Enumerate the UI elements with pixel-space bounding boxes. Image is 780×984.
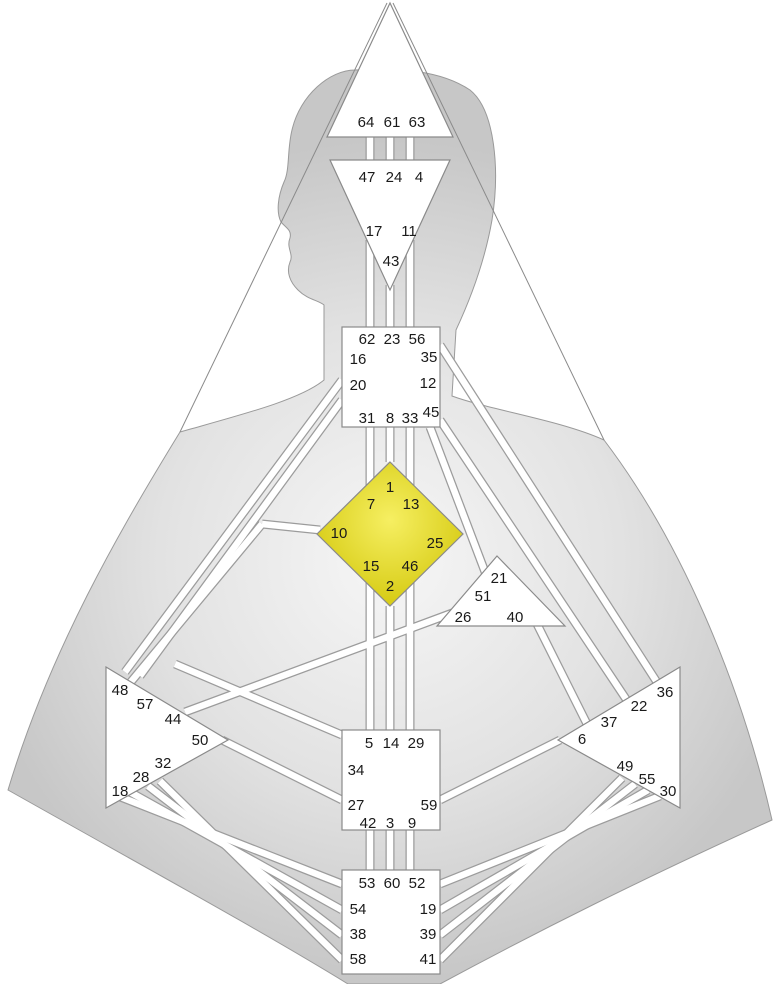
g-center: 1 7 13 10 25 15 46 2 [316,461,464,607]
solar-plexus-center: 36 22 37 6 49 55 30 [556,665,681,810]
gate-61: 61 [384,114,401,131]
gate-44: 44 [165,711,182,728]
gate-58: 58 [350,951,367,968]
gate-10: 10 [331,525,348,542]
gate-14: 14 [383,735,400,752]
gate-63: 63 [409,114,426,131]
gate-9: 9 [408,815,416,832]
gate-62: 62 [359,331,376,348]
gate-2: 2 [386,578,394,595]
gate-49: 49 [617,758,634,775]
gate-30: 30 [660,783,677,800]
gate-45: 45 [423,404,440,421]
gate-26: 26 [455,609,472,626]
gate-39: 39 [420,926,437,943]
gate-21: 21 [491,570,508,587]
channels [116,137,666,964]
aura-left-line [179,2,388,433]
gate-4: 4 [415,169,423,186]
gate-57: 57 [137,696,154,713]
gate-43: 43 [383,253,400,270]
gate-3: 3 [386,815,394,832]
gate-20: 20 [350,377,367,394]
gate-31: 31 [359,410,376,427]
root-center: 53 60 52 54 19 38 39 58 41 [341,869,441,975]
gate-28: 28 [133,769,150,786]
gate-50: 50 [192,732,209,749]
gate-64: 64 [358,114,375,131]
gate-55: 55 [639,771,656,788]
gate-24: 24 [386,169,403,186]
gate-27: 27 [348,797,365,814]
gate-6: 6 [578,731,586,748]
gate-19: 19 [420,901,437,918]
gate-34: 34 [348,762,365,779]
gate-11: 11 [401,223,417,240]
gate-52: 52 [409,875,426,892]
heart-center: 21 51 26 40 [435,555,567,627]
gate-35: 35 [421,349,438,366]
gate-46: 46 [402,558,419,575]
gate-25: 25 [427,535,444,552]
gate-12: 12 [420,375,437,392]
head-center: 64 61 63 [326,1,454,138]
aura-right-line [392,2,605,441]
gate-32: 32 [155,755,172,772]
gate-8: 8 [386,410,394,427]
gate-1: 1 [386,479,394,496]
gate-7: 7 [367,496,375,513]
gate-59: 59 [421,797,438,814]
gate-5: 5 [365,735,373,752]
gate-41: 41 [420,951,437,968]
gate-42: 42 [360,815,377,832]
gate-36: 36 [657,684,674,701]
gate-13: 13 [403,496,420,513]
gate-38: 38 [350,926,367,943]
gate-60: 60 [384,875,401,892]
throat-center: 62 23 56 16 35 20 12 31 8 33 45 [341,326,441,428]
gate-54: 54 [350,901,367,918]
gate-33: 33 [402,410,419,427]
gate-16: 16 [350,351,367,368]
gate-15: 15 [363,558,380,575]
gate-53: 53 [359,875,376,892]
gate-40: 40 [507,609,524,626]
spleen-center: 48 57 44 50 32 28 18 [105,665,230,810]
gate-29: 29 [408,735,425,752]
gate-17: 17 [366,223,383,240]
gate-51: 51 [475,588,492,605]
gate-56: 56 [409,331,426,348]
gate-18: 18 [112,783,129,800]
gate-22: 22 [631,698,648,715]
sacral-center: 5 14 29 34 27 59 42 3 9 [341,729,441,832]
gate-48: 48 [112,682,129,699]
gate-37: 37 [601,714,618,731]
gate-47: 47 [359,169,376,186]
gate-23: 23 [384,331,401,348]
ajna-center: 47 24 4 17 11 43 [329,159,451,292]
